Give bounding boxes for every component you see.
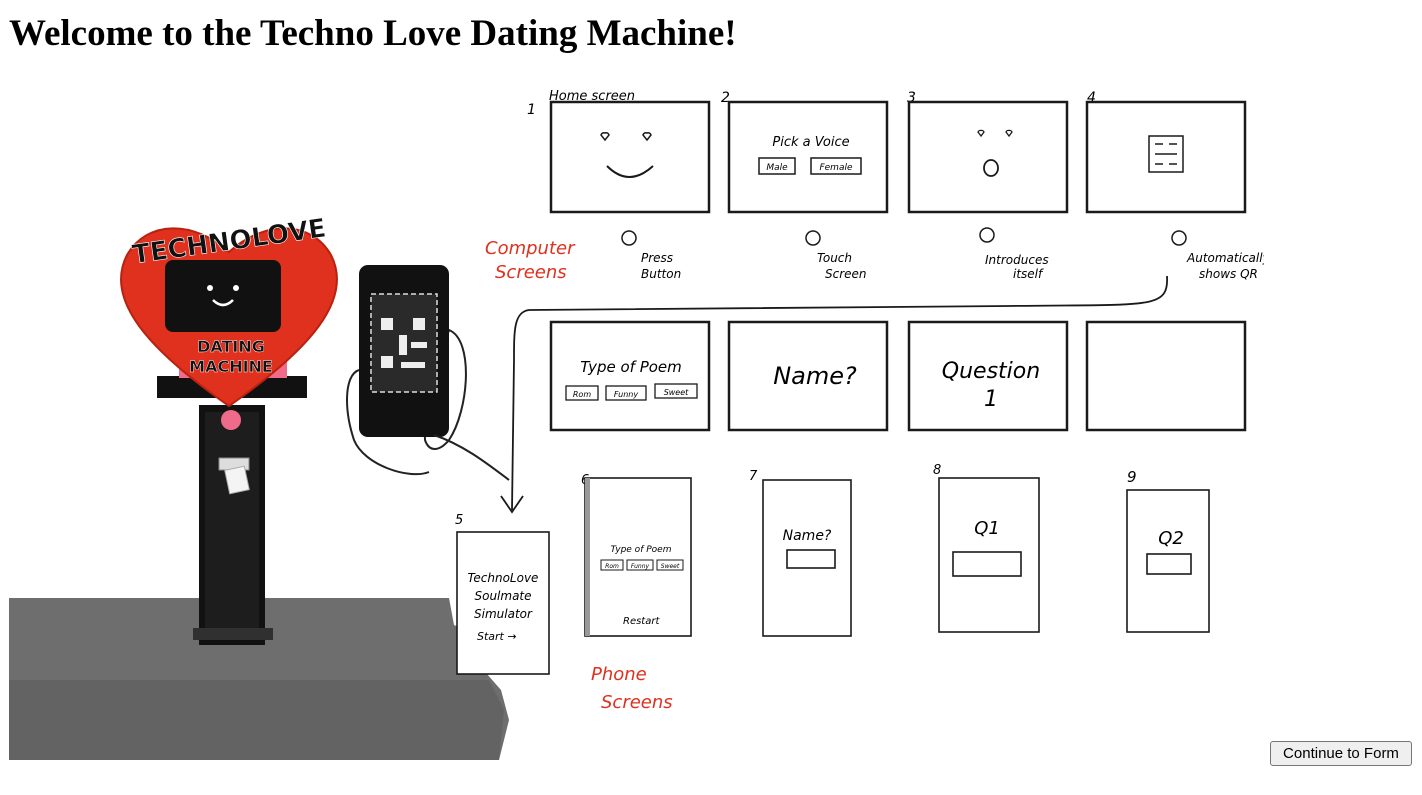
svg-text:Touch: Touch (817, 251, 852, 265)
svg-text:TechnoLove: TechnoLove (468, 571, 539, 585)
phone-frame-7: 7 Name? (749, 469, 852, 637)
svg-text:Rom: Rom (605, 563, 619, 570)
svg-text:Pick a Voice: Pick a Voice (772, 135, 849, 150)
svg-text:8: 8 (933, 463, 941, 478)
svg-text:Name?: Name? (773, 362, 857, 390)
svg-text:Home screen: Home screen (549, 89, 635, 104)
svg-text:Type of Poem: Type of Poem (580, 358, 682, 376)
qr-code-icon (381, 318, 427, 368)
computer-frame-3: 3 (907, 90, 1069, 214)
phone-frame-8: 8 Q1 (933, 463, 1040, 633)
svg-text:Male: Male (766, 163, 788, 173)
kiosk-brand-line2: MACHINE (189, 357, 273, 376)
computer-frame-2: 2 Pick a Voice Male Female (721, 90, 889, 214)
computer-screens-label: Computer Screens (485, 238, 576, 283)
svg-text:Press: Press (641, 251, 673, 265)
svg-text:Simulator: Simulator (474, 607, 533, 621)
svg-text:Screens: Screens (495, 262, 567, 283)
svg-text:Funny: Funny (614, 390, 638, 399)
kiosk-machine: TECHNOLOVE DATING MACHINE (120, 213, 338, 645)
svg-text:Screens: Screens (601, 692, 673, 713)
svg-text:Computer: Computer (485, 238, 576, 259)
action-4: Automatically shows QR (1171, 230, 1264, 281)
qr-code-icon (1148, 135, 1184, 173)
kiosk-brand-line1: DATING (197, 337, 265, 356)
flow-arrow (511, 275, 1168, 511)
svg-text:1: 1 (984, 387, 998, 412)
svg-text:Name?: Name? (783, 528, 832, 544)
svg-text:2: 2 (721, 90, 730, 106)
svg-text:Type of Poem: Type of Poem (611, 545, 672, 555)
svg-text:Phone: Phone (591, 664, 647, 685)
action-2: Touch Screen (805, 230, 867, 281)
computer-frame-question: Question 1 (907, 320, 1069, 432)
svg-text:Rom: Rom (573, 390, 591, 399)
svg-text:shows QR: shows QR (1199, 267, 1258, 281)
svg-text:4: 4 (1087, 90, 1096, 106)
svg-text:Q1: Q1 (974, 518, 1000, 539)
svg-text:9: 9 (1127, 468, 1137, 486)
svg-text:Screen: Screen (825, 267, 867, 281)
svg-text:Restart: Restart (623, 616, 660, 627)
computer-frame-poem: Type of Poem Rom Funny Sweet (549, 320, 711, 432)
svg-text:7: 7 (749, 469, 758, 484)
phone-frame-6: 6 Type of Poem Rom Funny Sweet Restart (581, 473, 692, 637)
phone-screens-label: Phone Screens (591, 664, 673, 713)
action-1: Press Button (621, 230, 681, 281)
svg-text:5: 5 (455, 513, 463, 528)
svg-text:itself: itself (1013, 267, 1044, 281)
svg-text:Sweet: Sweet (661, 563, 680, 570)
kiosk-button (221, 410, 241, 430)
svg-text:3: 3 (907, 90, 916, 106)
svg-text:Soulmate: Soulmate (474, 589, 531, 603)
svg-text:Funny: Funny (631, 563, 650, 570)
computer-frame-4: 4 (1085, 90, 1247, 214)
floor-shade (9, 680, 504, 760)
svg-text:1: 1 (527, 102, 536, 118)
continue-to-form-button[interactable]: Continue to Form (1270, 741, 1412, 766)
svg-text:Q2: Q2 (1158, 528, 1184, 549)
svg-text:Button: Button (641, 267, 681, 281)
storyboard-illustration: TECHNOLOVE DATING MACHINE 1 Home screen … (9, 89, 1264, 760)
computer-frame-blank (1085, 320, 1247, 432)
svg-text:Question: Question (942, 359, 1040, 384)
computer-frame-name: Name? (727, 320, 889, 432)
svg-text:Introduces: Introduces (985, 253, 1049, 267)
page-title: Welcome to the Techno Love Dating Machin… (9, 13, 737, 54)
hand-holding-phone (346, 265, 510, 481)
computer-frame-1: 1 Home screen (527, 89, 711, 214)
svg-text:Automatically: Automatically (1186, 251, 1264, 265)
phone-frame-5: 5 TechnoLove Soulmate Simulator Start → (455, 513, 550, 675)
kiosk-screen (165, 260, 281, 332)
svg-text:Start →: Start → (477, 630, 517, 643)
svg-text:Female: Female (819, 163, 852, 173)
phone-frame-9: 9 Q2 (1126, 468, 1210, 633)
svg-text:Sweet: Sweet (664, 388, 689, 397)
action-3: Introduces itself (979, 227, 1049, 281)
